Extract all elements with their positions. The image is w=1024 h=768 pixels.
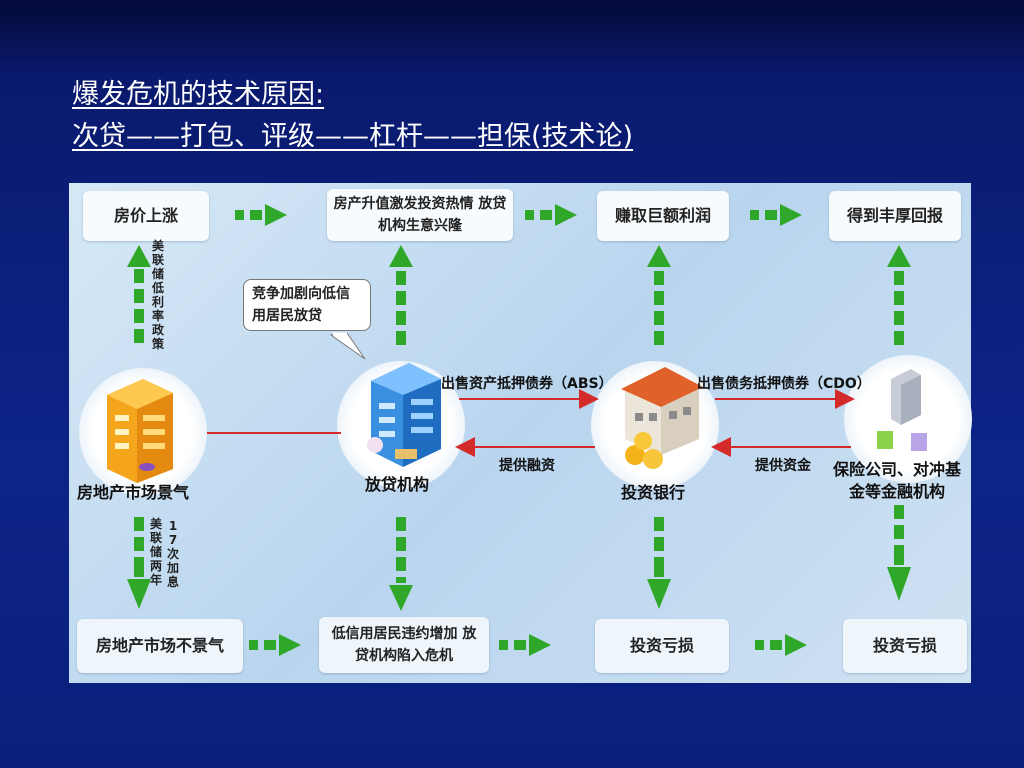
node-investment-bank: 投资银行 [621,483,686,502]
arrow-down-bank [647,517,671,609]
arrow-down-realestate [127,517,151,609]
arrow-up-insurance [887,245,911,345]
blue-building-icon [367,363,441,467]
label-sell-abs: 出售资产抵押债券（ABS） [441,376,613,392]
box-market-decline: 房地产市场不景气 [77,619,243,673]
flow-arrows [107,204,927,656]
box-low-credit-default: 低信用居民违约增加 放贷机构陷入危机 [319,617,489,673]
node-real-estate-boom: 房地产市场景气 [77,483,190,502]
arrow-top-3 [750,204,802,226]
label-provide-funds: 提供资金 [755,458,811,474]
box-rich-return: 得到丰厚回报 [829,191,961,241]
arrow-down-lender [389,517,413,611]
box-investment-loss-2: 投资亏损 [843,619,967,673]
diagram-panel: 房价上涨 房产升值激发投资热情 放贷机构生意兴隆 赚取巨额利润 得到丰厚回报 房… [69,183,972,683]
label-fed-two-year: 美联储两年 [149,517,162,587]
arrow-up-bank [647,245,671,345]
bank-building-icon [621,367,703,469]
arrow-up-lender [389,245,413,345]
arrow-bottom-1 [249,634,301,656]
arrow-top-1 [235,204,287,226]
speech-bubble: 竞争加剧向低信用居民放贷 [243,279,371,331]
node-insurance-funds: 保险公司、对冲基金等金融机构 [832,460,961,501]
slide-title: 爆发危机的技术原因: [72,79,325,110]
arrow-bottom-3 [755,634,807,656]
box-house-price-rise: 房价上涨 [83,191,209,241]
arrow-up-realestate [127,245,151,343]
label-provide-financing: 提供融资 [499,458,555,474]
slide-subtitle: 次贷——打包、评级——杠杆——担保(技术论) [72,121,634,152]
label-seventeen-hikes: 17次加息 [166,519,179,589]
label-sell-cdo: 出售债务抵押债券（CDO） [697,376,871,392]
box-investment-loss-1: 投资亏损 [595,619,729,673]
label-fed-low-rate: 美联储低利率政策 [151,239,164,351]
arrow-bottom-2 [499,634,551,656]
arrow-down-insurance [887,505,911,601]
orange-building-icon [107,379,173,483]
arrow-top-2 [525,204,577,226]
financial-blocks-icon [877,369,927,451]
box-house-appreciation: 房产升值激发投资热情 放贷机构生意兴隆 [327,189,513,241]
node-lender: 放贷机构 [365,475,430,494]
box-huge-profit: 赚取巨额利润 [597,191,729,241]
